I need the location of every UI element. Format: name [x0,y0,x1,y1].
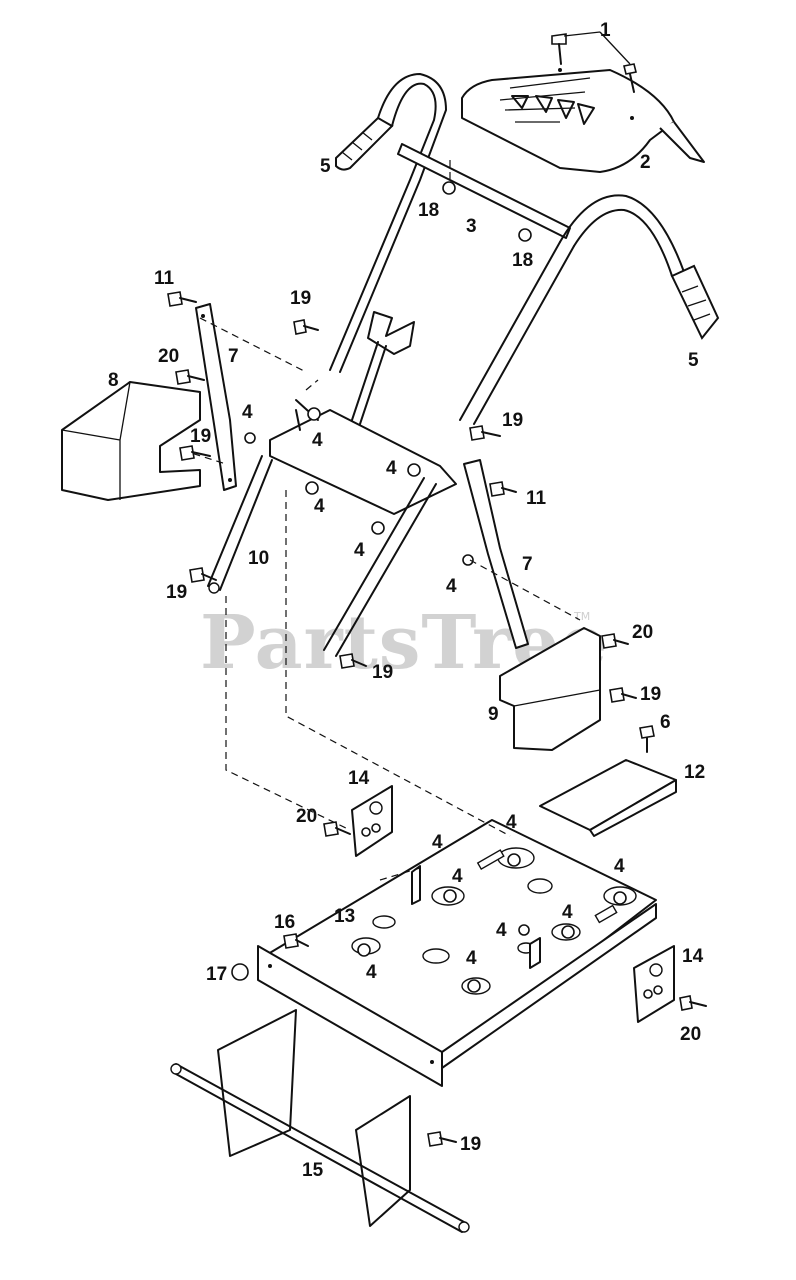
callout-4-frame-left: 4 [366,962,377,983]
callout-4-bracket-right: 4 [446,576,457,597]
callout-18-right: 18 [512,250,533,271]
part-7-right-bracket [462,459,529,649]
hardware-bolts [167,291,707,1147]
callout-20-right: 20 [632,622,653,643]
callout-labels: 1 2 3 5 5 18 18 11 11 19 19 19 19 19 19 … [108,20,705,1181]
callout-4-bracket-left: 4 [242,402,253,423]
callout-1: 1 [600,20,611,41]
callout-20-left: 20 [158,346,179,367]
part-12-foot-plate [539,759,677,837]
callout-19-left: 19 [190,426,211,447]
callout-18-left: 18 [418,200,439,221]
callout-4-frame-center: 4 [496,920,507,941]
part-10-left-link [207,455,273,594]
callout-4-frame-right: 4 [614,856,625,877]
callout-19-weight-right: 19 [640,684,661,705]
callout-9: 9 [488,704,499,725]
part-5-right-handle [459,194,720,425]
callout-6: 6 [660,712,671,733]
callout-20-plate-left: 20 [296,806,317,827]
callout-19-bottom: 19 [460,1134,481,1155]
callout-19-right: 19 [502,410,523,431]
callout-8: 8 [108,370,119,391]
callout-11-right: 11 [526,488,547,509]
callout-7-right: 7 [522,554,533,575]
callout-13: 13 [334,906,355,927]
callout-14-left: 14 [348,768,370,789]
part-14-right-plate [633,945,675,1023]
part-13-main-frame [257,819,657,1087]
callout-5-right: 5 [688,350,699,371]
callout-12: 12 [684,762,705,783]
part-2-top-cover [461,68,705,173]
part-5-left-handle [329,73,447,373]
callout-4-plate-upper: 4 [312,430,323,451]
callout-4-plate-bottom: 4 [354,540,365,561]
part-3-cross-bar [397,143,571,242]
part-14-left-plate [351,785,393,857]
callout-2: 2 [640,152,651,173]
callout-5-left: 5 [320,156,331,177]
watermark-trademark: TM [573,610,590,623]
callout-4-plate-right: 4 [386,458,397,479]
callout-4-frame-mid: 4 [452,866,463,887]
callout-10: 10 [248,548,269,569]
part-8-left-weight [61,381,201,501]
callout-14-right: 14 [682,946,704,967]
part-1-screws [551,31,637,93]
callout-19-lower-left: 19 [166,582,187,603]
callout-4-frame-top: 4 [506,812,517,833]
part-7-left-bracket [195,303,256,491]
lower-plates-axle [170,1009,470,1233]
callout-19-lower-center: 19 [372,662,393,683]
part-9-right-weight [499,627,601,751]
callout-11-left: 11 [154,268,175,289]
callout-20-plate-right: 20 [680,1024,701,1045]
control-rod-bracket [351,311,415,425]
right-link-rod [323,477,437,657]
callout-4-plate-lower: 4 [314,496,325,517]
callout-4-frame-bracket: 4 [432,832,443,853]
callout-16: 16 [274,912,295,933]
callout-3: 3 [466,216,477,237]
callout-4-frame-lower: 4 [466,948,477,969]
callout-4-frame-center-right: 4 [562,902,573,923]
leader-lines [181,317,581,881]
center-mount-plate [269,399,457,535]
callout-15: 15 [302,1160,324,1181]
callout-17: 17 [206,964,227,985]
callout-19-top: 19 [290,288,311,309]
callout-7-left: 7 [228,346,239,367]
